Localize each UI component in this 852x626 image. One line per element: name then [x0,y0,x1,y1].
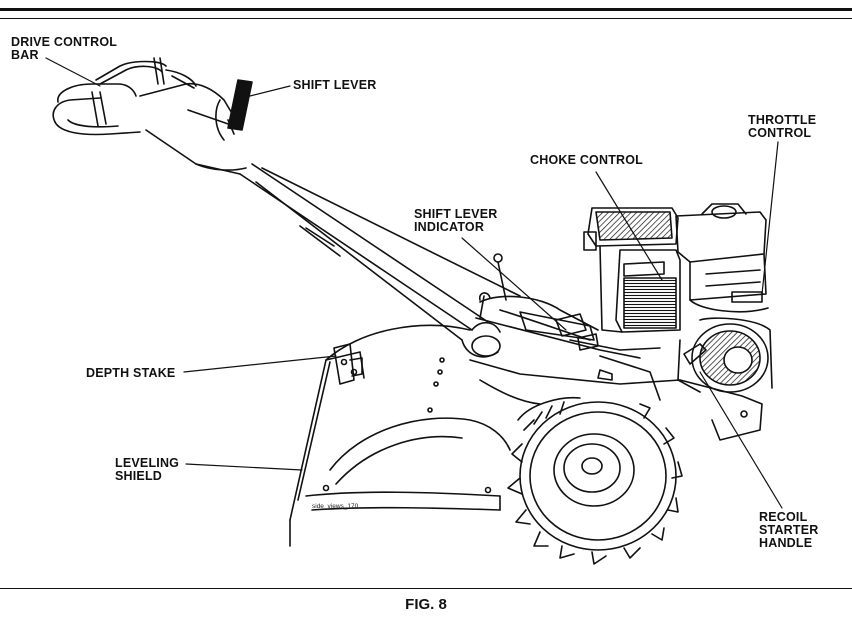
wheel [507,396,683,565]
label-shift-lever-indicator: SHIFT LEVER INDICATOR [414,207,498,234]
label-drive-control-bar: DRIVE CONTROL BAR [11,35,118,62]
label-choke-control: CHOKE CONTROL [530,153,644,167]
engine [583,203,773,393]
leader-throttle-control [761,141,779,295]
label-shift-lever: SHIFT LEVER [293,78,377,92]
tine-shield [289,324,511,547]
leader-shift-lever [249,85,291,97]
leader-depth-stake [183,355,337,373]
label-depth-stake: DEPTH STAKE [86,366,176,380]
handle-tube [139,82,521,358]
bottom-rule [0,588,852,589]
label-leveling-shield: LEVELING SHIELD [115,456,180,483]
top-rule-thin [0,18,852,19]
label-recoil-starter-handle: RECOIL STARTER HANDLE [759,510,819,550]
leader-leveling-shield [185,463,303,471]
label-throttle-control: THROTTLE CONTROL [748,113,817,140]
depth-stake-part [333,343,363,385]
leader-shift-lever-indicator [461,237,567,331]
figure-caption: FIG. 8 [405,596,447,613]
handlebar [52,57,197,136]
shift-lever [215,79,253,141]
leader-lines [45,57,783,509]
leader-choke-control [595,171,663,281]
drawing-id: side_views_170 [312,503,359,510]
leader-recoil-starter [699,371,783,509]
leader-drive-control-bar [45,57,101,87]
shift-indicator-part [493,253,599,351]
top-rule-thick [0,8,852,11]
